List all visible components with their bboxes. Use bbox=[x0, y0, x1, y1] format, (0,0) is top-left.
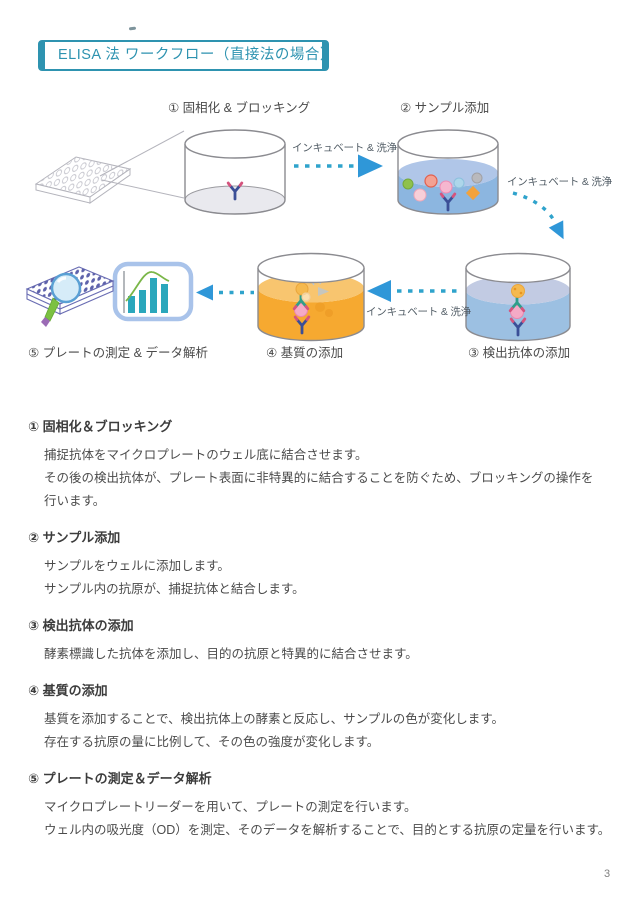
plate-reader-icon bbox=[25, 266, 115, 327]
section-4-heading: ④ 基質の添加 bbox=[28, 683, 108, 698]
section-2-line-2: サンプル内の抗原が、捕捉抗体と結合します。 bbox=[44, 582, 305, 596]
arrow1-label: インキュベート & 洗浄 bbox=[292, 142, 397, 154]
step3-label: ③ 検出抗体の添加 bbox=[468, 346, 571, 360]
incubate-arrow-1 bbox=[294, 154, 383, 178]
antigen-ball bbox=[471, 172, 483, 184]
section-3-heading: ③ 検出抗体の添加 bbox=[28, 618, 134, 633]
antigen-ball bbox=[413, 188, 427, 202]
pen-tip bbox=[41, 317, 50, 327]
title-box: ELISA 法 ワークフロー（直接法の場合） bbox=[38, 40, 334, 71]
section-1-line-3: 行います。 bbox=[44, 494, 106, 508]
arrow2-label: インキュベート & 洗浄 bbox=[507, 176, 612, 188]
section-2-line-1: サンプルをウェルに添加します。 bbox=[44, 559, 230, 573]
reaction-sparkle-icon bbox=[318, 287, 329, 296]
workflow-diagram bbox=[25, 129, 571, 342]
well-cylinder-4 bbox=[257, 252, 365, 342]
section-4-line-1: 基質を添加することで、検出抗体上の酵素と反応し、サンプルの色が変化します。 bbox=[44, 712, 505, 726]
antigen-ball bbox=[465, 185, 481, 201]
page-number: 3 bbox=[604, 868, 611, 880]
section-4-line-2: 存在する抗原の量に比例して、その色の強度が変化します。 bbox=[44, 735, 380, 749]
reaction-ring bbox=[301, 292, 311, 302]
page-title: ELISA 法 ワークフロー（直接法の場合） bbox=[58, 47, 335, 63]
bar-chart-icon bbox=[112, 261, 194, 322]
reaction-blob bbox=[315, 302, 325, 312]
section-3-line-1: 酵素標識した抗体を添加し、目的の抗原と特異的に結合させます。 bbox=[44, 647, 418, 661]
incubate-arrow-3 bbox=[367, 280, 458, 302]
arrow-head-icon bbox=[548, 220, 564, 240]
microplate-lineart-icon bbox=[34, 156, 132, 204]
section-1: ① 固相化＆ブロッキング 捕捉抗体をマイクロプレートのウェル底に結合させます。 … bbox=[28, 418, 612, 513]
step2-label: ② サンプル添加 bbox=[400, 101, 490, 115]
step1-label: ① 固相化 & ブロッキング bbox=[168, 101, 311, 115]
antigen-ball bbox=[439, 180, 453, 194]
antigen-ball bbox=[453, 177, 465, 189]
section-2-heading: ② サンプル添加 bbox=[28, 530, 121, 545]
antigen-ball bbox=[402, 178, 414, 190]
section-4: ④ 基質の添加 基質を添加することで、検出抗体上の酵素と反応し、サンプルの色が変… bbox=[28, 682, 612, 754]
arrow-head-icon bbox=[367, 280, 391, 302]
section-5: ⑤ プレートの測定＆データ解析 マイクロプレートリーダーを用いて、プレートの測定… bbox=[28, 770, 612, 842]
section-5-line-1: マイクロプレートリーダーを用いて、プレートの測定を行います。 bbox=[44, 800, 417, 814]
enzyme-ball bbox=[511, 284, 525, 298]
section-3: ③ 検出抗体の添加 酵素標識した抗体を添加し、目的の抗原と特異的に結合させます。 bbox=[28, 617, 612, 666]
zoom-callout-lines bbox=[99, 130, 185, 199]
antigen-ball bbox=[424, 174, 438, 188]
section-1-heading: ① 固相化＆ブロッキング bbox=[28, 419, 173, 434]
description-sections: ① 固相化＆ブロッキング 捕捉抗体をマイクロプレートのウェル底に結合させます。 … bbox=[28, 418, 612, 858]
section-1-line-2: その後の検出抗体が、プレート表面に非特異的に結合することを防ぐため、ブロッキング… bbox=[44, 471, 594, 485]
section-1-line-1: 捕捉抗体をマイクロプレートのウェル底に結合させます。 bbox=[44, 448, 368, 462]
well-cylinder-3 bbox=[465, 252, 571, 342]
arrow3-label: インキュベート & 洗浄 bbox=[366, 306, 471, 318]
arrow-head-icon bbox=[196, 284, 213, 301]
section-5-heading: ⑤ プレートの測定＆データ解析 bbox=[28, 771, 212, 786]
well-cylinder-2 bbox=[397, 129, 499, 215]
section-2: ② サンプル添加 サンプルをウェルに添加します。 サンプル内の抗原が、捕捉抗体と… bbox=[28, 529, 612, 601]
step4-label: ④ 基質の添加 bbox=[266, 346, 344, 360]
section-5-line-2: ウェル内の吸光度（OD）を測定、そのデータを解析することで、目的とする抗原の定量… bbox=[44, 823, 611, 837]
reaction-blob bbox=[325, 309, 333, 317]
step5-label: ⑤ プレートの測定 & データ解析 bbox=[28, 346, 208, 360]
measure-arrow-4 bbox=[196, 284, 254, 301]
incubate-arrow-2 bbox=[512, 191, 564, 240]
arrow-head-icon bbox=[358, 154, 383, 178]
well-cylinder-1 bbox=[184, 129, 286, 215]
